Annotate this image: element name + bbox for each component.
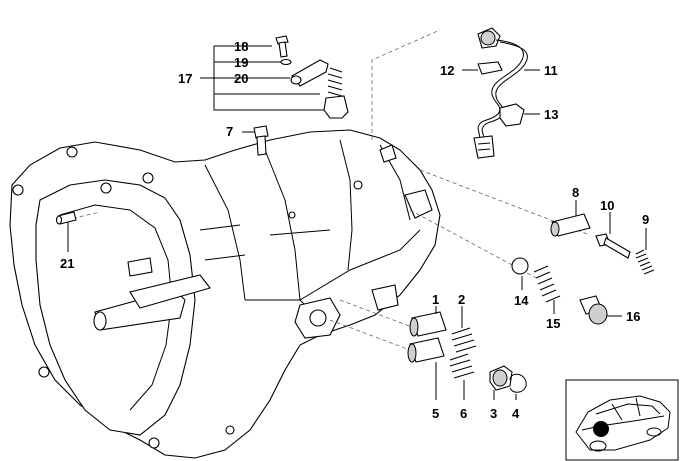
spring-part-9 <box>635 228 655 275</box>
dowel-pin-part-21 <box>55 211 77 252</box>
assembly-guide-lines <box>65 29 591 351</box>
callout-16: 16 <box>626 309 640 324</box>
callout-19: 19 <box>234 55 248 70</box>
location-marker <box>593 421 609 437</box>
callout-4: 4 <box>512 406 520 421</box>
plug-part-16 <box>579 295 622 325</box>
pin-part-10 <box>595 212 631 259</box>
callout-15: 15 <box>546 316 560 331</box>
holder-part-13 <box>499 103 540 127</box>
cap-part-3 <box>489 365 513 400</box>
spring-plunger <box>323 67 349 119</box>
transmission-housing <box>9 129 441 459</box>
callout-7: 7 <box>226 124 233 139</box>
bolt-part-18 <box>275 35 289 58</box>
car-outline-icon <box>575 395 671 452</box>
sleeve-part-8 <box>550 200 591 237</box>
callout-1: 1 <box>432 292 439 307</box>
callout-labels: 1 2 3 4 5 6 7 8 9 10 11 12 13 14 15 16 1… <box>60 39 649 421</box>
bolt-part-7 <box>242 125 269 156</box>
circlip-part-4 <box>509 373 527 400</box>
sensor-assembly <box>473 27 528 159</box>
callout-12: 12 <box>440 63 454 78</box>
spring-part-15 <box>533 265 561 314</box>
callout-5: 5 <box>432 406 439 421</box>
vehicle-location-thumbnail <box>565 379 679 461</box>
sleeve-part-5 <box>407 337 445 400</box>
callout-17: 17 <box>178 71 192 86</box>
lever-part-20 <box>290 59 329 87</box>
callout-10: 10 <box>600 198 614 213</box>
callout-21: 21 <box>60 256 74 271</box>
clip-part-12 <box>462 61 503 75</box>
callout-8: 8 <box>572 185 579 200</box>
spring-part-2 <box>451 306 477 353</box>
callout-11: 11 <box>544 63 558 78</box>
callout-18: 18 <box>234 39 248 54</box>
callout-3: 3 <box>490 406 497 421</box>
callout-group-17-20 <box>200 45 330 111</box>
sleeve-part-1 <box>409 306 447 337</box>
callout-6: 6 <box>460 406 467 421</box>
callout-9: 9 <box>642 212 649 227</box>
callout-13: 13 <box>544 107 558 122</box>
spring-part-6 <box>449 353 475 400</box>
washer-part-19 <box>280 58 292 66</box>
callout-2: 2 <box>458 292 465 307</box>
ball-part-14 <box>511 257 529 290</box>
callout-20: 20 <box>234 71 248 86</box>
callout-14: 14 <box>514 293 529 308</box>
